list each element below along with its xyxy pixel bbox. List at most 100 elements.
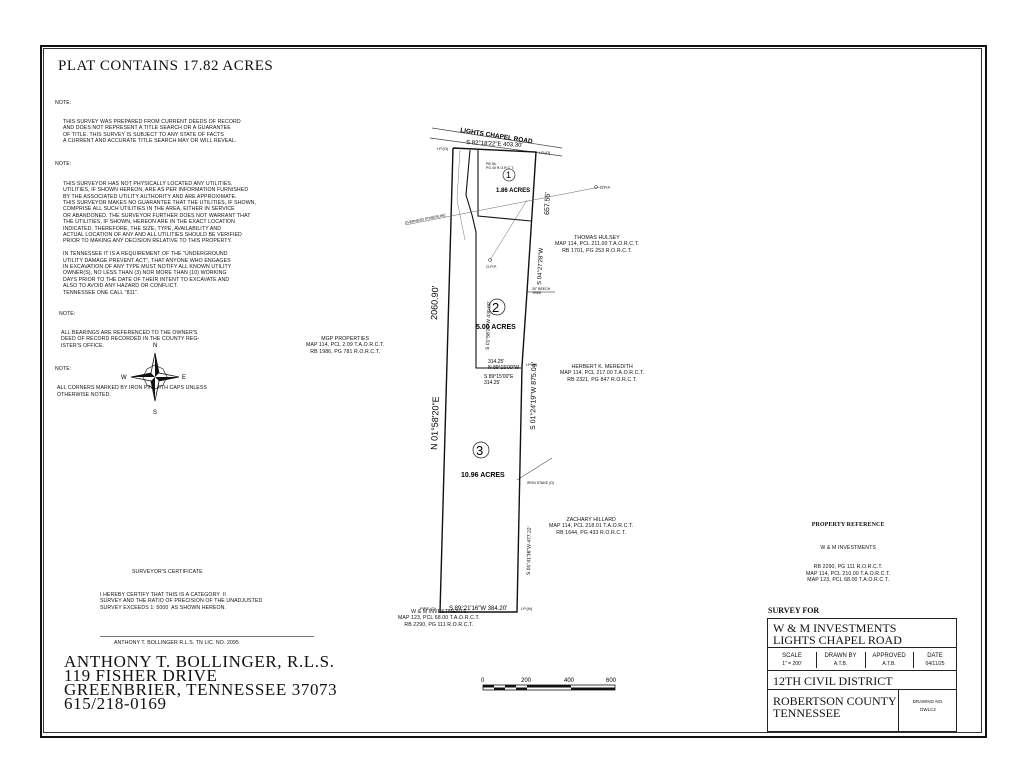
project-name: LIGHTS CHAPEL ROAD <box>773 633 902 647</box>
lot1-reference: PB 36,PG 40 R.O.R.C.T. <box>486 162 514 170</box>
adjoiner-record: MAP 114, PCL 218.01 T.A.O.R.C.T. RB 1644… <box>549 523 634 536</box>
overhead-powerline <box>404 185 606 226</box>
lot1-number: 1 <box>506 170 511 180</box>
east-distance: 657.55' <box>544 192 552 215</box>
east-bottom-bearing: S 01°41'36"W 477.22' <box>526 526 533 575</box>
north-arrow-icon: N S E W <box>121 343 186 416</box>
iron-stake-label: IRON STAKE (O) <box>527 481 554 485</box>
scale-tick: 600 <box>606 678 617 684</box>
adjoiner-record: MAP 114, PCL 217.00 T.A.O.R.C.T. RB 2321… <box>560 370 645 383</box>
civil-district: 12TH CIVIL DISTRICT <box>773 674 893 688</box>
title-block-county: ROBERTSON COUNTY TENNESSEE DRAWING NO. DW… <box>767 689 957 732</box>
compass-w: W <box>121 375 127 381</box>
road-bearing: S 82°18'22"E 403.30' <box>466 140 523 149</box>
scale-label: SCALE <box>782 653 802 659</box>
lot2-number: 2 <box>492 300 499 315</box>
property-reference-owner: W & M INVESTMENTS <box>820 545 876 552</box>
lot1-area: 1.86 ACRES <box>496 188 530 194</box>
note-label: NOTE: <box>55 366 72 373</box>
iron-stake-leader <box>516 457 553 481</box>
opp-label: O.P.P. <box>600 185 611 190</box>
surveyor-phone: 615/218-0169 <box>64 694 167 713</box>
scale-value: 1" = 200' <box>782 661 802 667</box>
lot2-area: 5.00 ACRES <box>476 324 516 331</box>
property-reference-heading: PROPERTY REFERENCE <box>811 521 885 528</box>
county-name: ROBERTSON COUNTY <box>773 694 897 708</box>
surveyor-street: 119 FISHER DRIVE <box>64 666 218 685</box>
west-bearing: N 01°58'20"E <box>429 396 441 450</box>
adjoiner-name: THOMAS HULSEY <box>574 235 620 241</box>
title-block-district: 12TH CIVIL DISTRICT <box>767 670 957 690</box>
note-text: THIS SURVEY WAS PREPARED FROM CURRENT DE… <box>63 119 241 145</box>
surveyor-info: ANTHONY T. BOLLINGER, R.L.S. 119 FISHER … <box>64 652 337 713</box>
drawing-number-label: DRAWING NO. <box>912 699 944 704</box>
scale-tick: 200 <box>521 678 532 684</box>
iron-pin-label: I.P.(N) <box>521 606 533 611</box>
parcel-boundary <box>439 147 537 613</box>
note-label: NOTE: <box>55 99 72 106</box>
plat-title: PLAT CONTAINS 17.82 ACRES <box>58 58 274 74</box>
power-pole-icon <box>594 185 598 189</box>
scale-tick: 400 <box>564 678 575 684</box>
pipe-label: PIPE (O) <box>420 606 437 611</box>
certificate-text: I HEREBY CERTIFY THAT THIS IS A CATEGORY… <box>100 592 263 611</box>
east-mid-bearing: S 04°27'28"W <box>537 247 545 285</box>
surveyor-certificate: SURVEYOR'S CERTIFICATE I HEREBY CERTIFY … <box>100 556 314 659</box>
bottom-bearing: S 89°21'16"W 384.20' <box>449 606 507 612</box>
client-name: W & M INVESTMENTS <box>773 621 897 635</box>
opp-label: O.P.P. <box>486 264 497 269</box>
lot2-west-bearing: S 01°58'20"W 430.00' <box>485 301 493 350</box>
property-reference: PROPERTY REFERENCE W & M INVESTMENTS RB … <box>806 509 890 596</box>
scale-tick: 0 <box>481 678 485 684</box>
lot3-area: 10.96 ACRES <box>461 472 505 479</box>
compass-s: S <box>153 410 157 416</box>
adjoiner-record: MAP 114, PCL 2.09 T.A.O.R.C.T. RB 1986, … <box>306 342 385 355</box>
plat-labels: S 82°18'22"E 403.30' 657.55' 2060.90' N … <box>404 140 610 612</box>
survey-for-label: SURVEY FOR <box>768 606 820 615</box>
iron-pin-label: I.P.(O) <box>437 146 449 151</box>
adjoiner-record: MAP 114, PCL 211.00 T.A.O.R.C.T. RB 1701… <box>555 241 639 254</box>
adjoiner-record: MAP 123, PCL 68.00 T.A.O.R.C.T. RB 2290,… <box>398 615 480 628</box>
note-text: ALL CORNERS MARKED BY IRON PIN WITH CAPS… <box>57 385 207 398</box>
certificate-heading: SURVEYOR'S CERTIFICATE <box>132 568 203 575</box>
surveyor-name: ANTHONY T. BOLLINGER, R.L.S. <box>64 652 335 671</box>
property-reference-lines: RB 2290, PG 111 R.O.R.C.T. MAP 114, PCL … <box>806 564 891 584</box>
certificate-signature: ANTHONY T. BOLLINGER R.L.S. TN LIC. NO. … <box>100 636 314 646</box>
state-name: TENNESSEE <box>773 706 841 720</box>
powerline-label: OVERHEAD POWERLINE <box>404 213 446 225</box>
sheet-border <box>40 45 987 738</box>
adjoiner-name: HERBERT K. MEREDITH <box>571 364 633 370</box>
iron-pin-label: I.P.(O) <box>539 150 551 155</box>
adjoiner-name: W & M INVESTMENTS <box>411 609 467 615</box>
note-text: ALL BEARINGS ARE REFERENCED TO THE OWNER… <box>61 330 200 349</box>
title-block-client: W & M INVESTMENTS LIGHTS CHAPEL ROAD <box>767 618 957 648</box>
drawn-by-value: A.T.B. <box>833 661 848 667</box>
approved-label: APPROVED <box>872 653 906 659</box>
west-total: 2060.90' <box>429 285 440 320</box>
adjoiner-name: ZACHARY HILLARD <box>566 517 616 523</box>
note-text: THIS SURVEYOR HAS NOT PHYSICALLY LOCATED… <box>63 180 257 296</box>
drawn-by-label: DRAWN BY <box>824 653 857 659</box>
lot2-bottom-top: 314.25'N 89°15'00"W <box>488 359 519 371</box>
notes-block: NOTE: THIS SURVEY WAS PREPARED FROM CURR… <box>55 87 256 411</box>
lot3-number: 3 <box>476 443 483 458</box>
iron-pin-label: I.P.(N) <box>526 362 538 367</box>
east-low-bearing: S 01°24'19"W 875.04' <box>529 362 538 430</box>
sheet-inner-border <box>43 48 982 733</box>
note-label: NOTE: <box>55 161 72 168</box>
note-label: NOTE: <box>59 310 76 317</box>
powerline-branch <box>489 199 528 261</box>
drawing-number-value: DWLC2 <box>920 707 936 712</box>
compass-n: N <box>153 343 157 349</box>
power-pole-icon <box>488 258 492 262</box>
date-label: DATE <box>927 653 943 659</box>
compass-e: E <box>182 375 186 381</box>
